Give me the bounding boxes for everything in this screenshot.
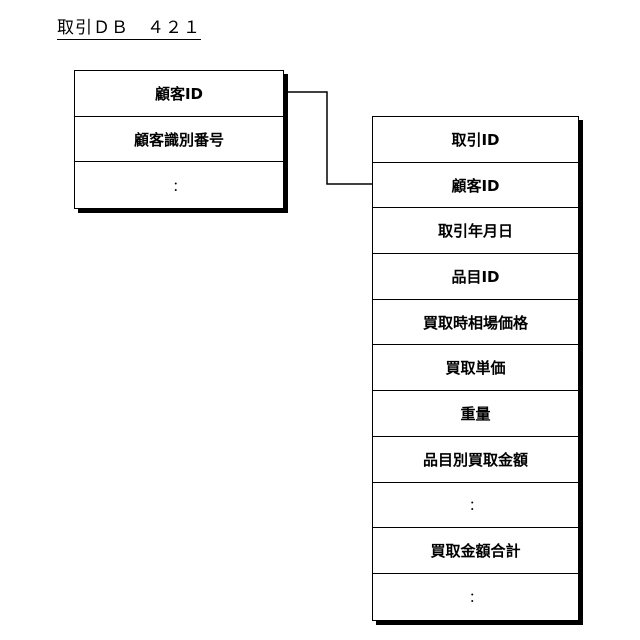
trade-field-continuation-end: ： — [373, 574, 578, 620]
trade-field-continuation: ： — [373, 483, 578, 529]
trade-field-market-price: 買取時相場価格 — [373, 300, 578, 346]
customer-table: 顧客ID 顧客識別番号 ： — [74, 70, 284, 209]
customer-field-continuation: ： — [75, 162, 283, 208]
customer-field-customer-number: 顧客識別番号 — [75, 117, 283, 163]
trade-field-trade-date: 取引年月日 — [373, 208, 578, 254]
trade-field-customer-id: 顧客ID — [373, 163, 578, 209]
diagram-title: 取引ＤＢ ４２１ — [57, 13, 201, 40]
trade-field-weight: 重量 — [373, 391, 578, 437]
trade-table: 取引ID 顧客ID 取引年月日 品目ID 買取時相場価格 買取単価 重量 品目別… — [372, 116, 579, 621]
trade-field-trade-id: 取引ID — [373, 117, 578, 163]
trade-field-total-amount: 買取金額合計 — [373, 528, 578, 574]
trade-field-item-id: 品目ID — [373, 254, 578, 300]
customer-field-customer-id: 顧客ID — [75, 71, 283, 117]
trade-field-item-amount: 品目別買取金額 — [373, 437, 578, 483]
trade-field-unit-price: 買取単価 — [373, 345, 578, 391]
